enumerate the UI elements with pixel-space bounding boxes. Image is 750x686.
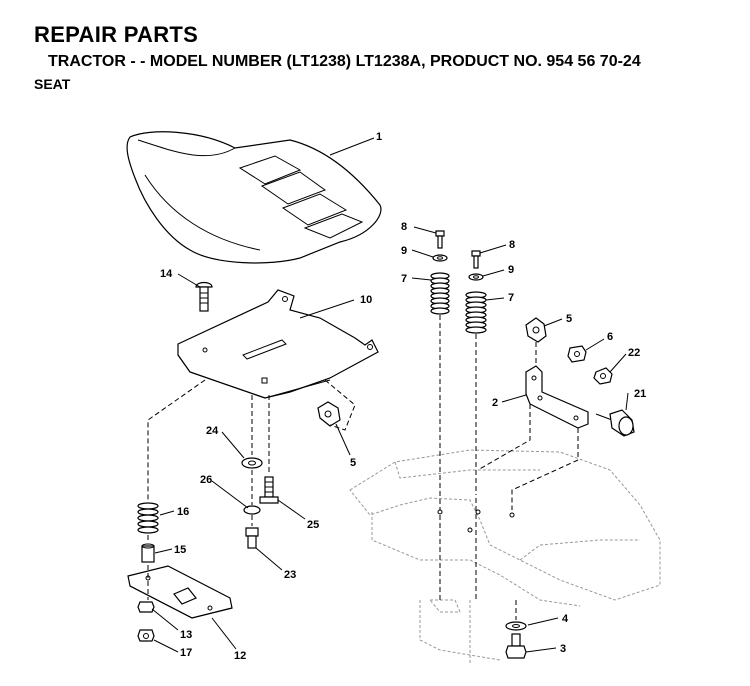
callout-5-right: 5	[566, 313, 572, 325]
washer-part-4	[505, 621, 527, 631]
bolt-part-23	[245, 527, 259, 549]
callout-8-left: 8	[401, 221, 407, 233]
callout-13: 13	[180, 629, 192, 641]
callout-7-right: 7	[508, 292, 514, 304]
seat-part-1	[126, 131, 382, 264]
mounting-plate-part-12	[127, 565, 233, 619]
callout-21: 21	[634, 388, 646, 400]
spacer-part-15	[141, 543, 155, 563]
callout-1: 1	[376, 131, 382, 143]
callout-12: 12	[234, 650, 246, 662]
carriage-bolt-part-14	[195, 281, 213, 312]
page-subtitle: TRACTOR - - MODEL NUMBER (LT1238) LT1238…	[48, 53, 641, 70]
section-label: SEAT	[34, 76, 71, 92]
bracket-part-2	[525, 365, 589, 429]
callout-5-left: 5	[350, 457, 356, 469]
callout-7-left: 7	[401, 273, 407, 285]
callout-3: 3	[560, 643, 566, 655]
latch-part-5-right	[525, 317, 547, 343]
callout-9-right: 9	[508, 264, 514, 276]
knob-bolt-part-21	[595, 409, 635, 437]
callout-4: 4	[562, 613, 569, 625]
callout-2: 2	[492, 397, 498, 409]
callout-26: 26	[200, 474, 212, 486]
nut-part-22	[593, 367, 613, 385]
tractor-frame-outline	[349, 449, 661, 665]
callout-16: 16	[177, 506, 189, 518]
washer-part-9-left	[432, 254, 448, 262]
spring-part-16	[137, 502, 159, 534]
page-title: REPAIR PARTS	[34, 22, 199, 47]
callout-6: 6	[607, 331, 613, 343]
seat-pan-part-10	[177, 289, 379, 399]
callout-8-right: 8	[509, 239, 515, 251]
nut-part-13	[137, 601, 155, 613]
bolt-part-8-right	[471, 250, 481, 269]
callout-22: 22	[628, 347, 640, 359]
washer-part-9-right	[468, 273, 484, 281]
callout-14: 14	[160, 268, 173, 280]
callout-15: 15	[174, 544, 186, 556]
spring-part-7-left	[430, 272, 450, 315]
leader-lines	[151, 137, 629, 653]
callout-24: 24	[206, 425, 219, 437]
nut-part-17	[137, 629, 155, 642]
bolt-part-3	[505, 633, 527, 659]
callout-10: 10	[360, 294, 372, 306]
callout-23: 23	[284, 569, 296, 581]
bolt-part-25	[259, 476, 279, 504]
bolt-part-8-left	[435, 230, 445, 249]
callout-17: 17	[180, 647, 192, 659]
callout-9-left: 9	[401, 245, 407, 257]
washer-part-24	[241, 457, 263, 469]
nut-part-6	[567, 345, 587, 363]
spring-part-7-right	[465, 291, 487, 334]
callout-25: 25	[307, 519, 319, 531]
latch-part-5-left	[317, 401, 341, 427]
